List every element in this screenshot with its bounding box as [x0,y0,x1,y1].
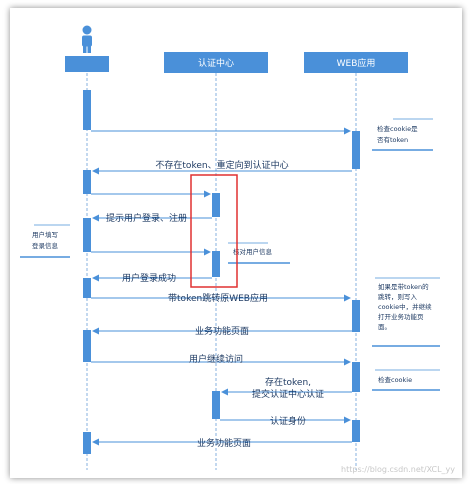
svg-text:跳转，则写入: 跳转，则写入 [378,292,418,301]
auth-center-header [164,52,268,73]
svg-text:cookie中，并继续: cookie中，并继续 [378,302,432,311]
highlight-box [190,174,238,288]
svg-text:面。: 面。 [378,323,391,331]
svg-text:核对用户信息: 核对用户信息 [233,247,273,256]
svg-text:登录信息: 登录信息 [32,241,59,250]
msg-auth-identity-label: 认证身份 [270,415,306,427]
user-actor-icon [82,25,92,53]
svg-text:用户填写: 用户填写 [32,230,58,239]
svg-text:检查cookie: 检查cookie [378,375,412,384]
msg-submit-auth-label: 提交认证中心认证 [252,388,324,400]
auth-center-title: 认证中心 [198,57,234,69]
watermark-text: https://blog.csdn.net/XCL_yy [341,465,455,474]
note-check-cookie-2: 检查cookie [372,369,440,391]
msg-continue-label: 用户继续访问 [189,353,243,365]
user-header [65,56,109,72]
msg-token-exists-label: 存在token, [265,376,311,388]
activation-bars [83,90,360,454]
note-if-token: 如果是带token的 跳转，则写入 cookie中，并继续 打开业务功能页 面。 [372,277,440,347]
note-check-cookie: 检查cookie是 否有token [372,118,433,151]
msg-prompt-login-label: 提示用户登录、注册 [106,212,187,224]
svg-text:如果是带token的: 如果是带token的 [378,282,429,291]
svg-text:否有token: 否有token [377,135,408,144]
web-app-header [304,52,408,73]
msg-login-success-label: 用户登录成功 [122,272,176,284]
note-verify-user: 核对用户信息 [228,242,290,264]
msg-token-redirect-label: 带token跳转原WEB应用 [168,292,268,304]
svg-text:检查cookie是: 检查cookie是 [377,124,418,133]
msg-redirect-label: 不存在token、重定向到认证中心 [155,159,288,171]
msg-business-page-label: 业务功能页面 [195,325,249,337]
msg-business-page2-label: 业务功能页面 [197,437,251,449]
note-user-fill: 用户填写 登录信息 [20,224,70,258]
web-app-title: WEB应用 [337,57,376,69]
svg-text:打开业务功能页: 打开业务功能页 [378,312,424,321]
